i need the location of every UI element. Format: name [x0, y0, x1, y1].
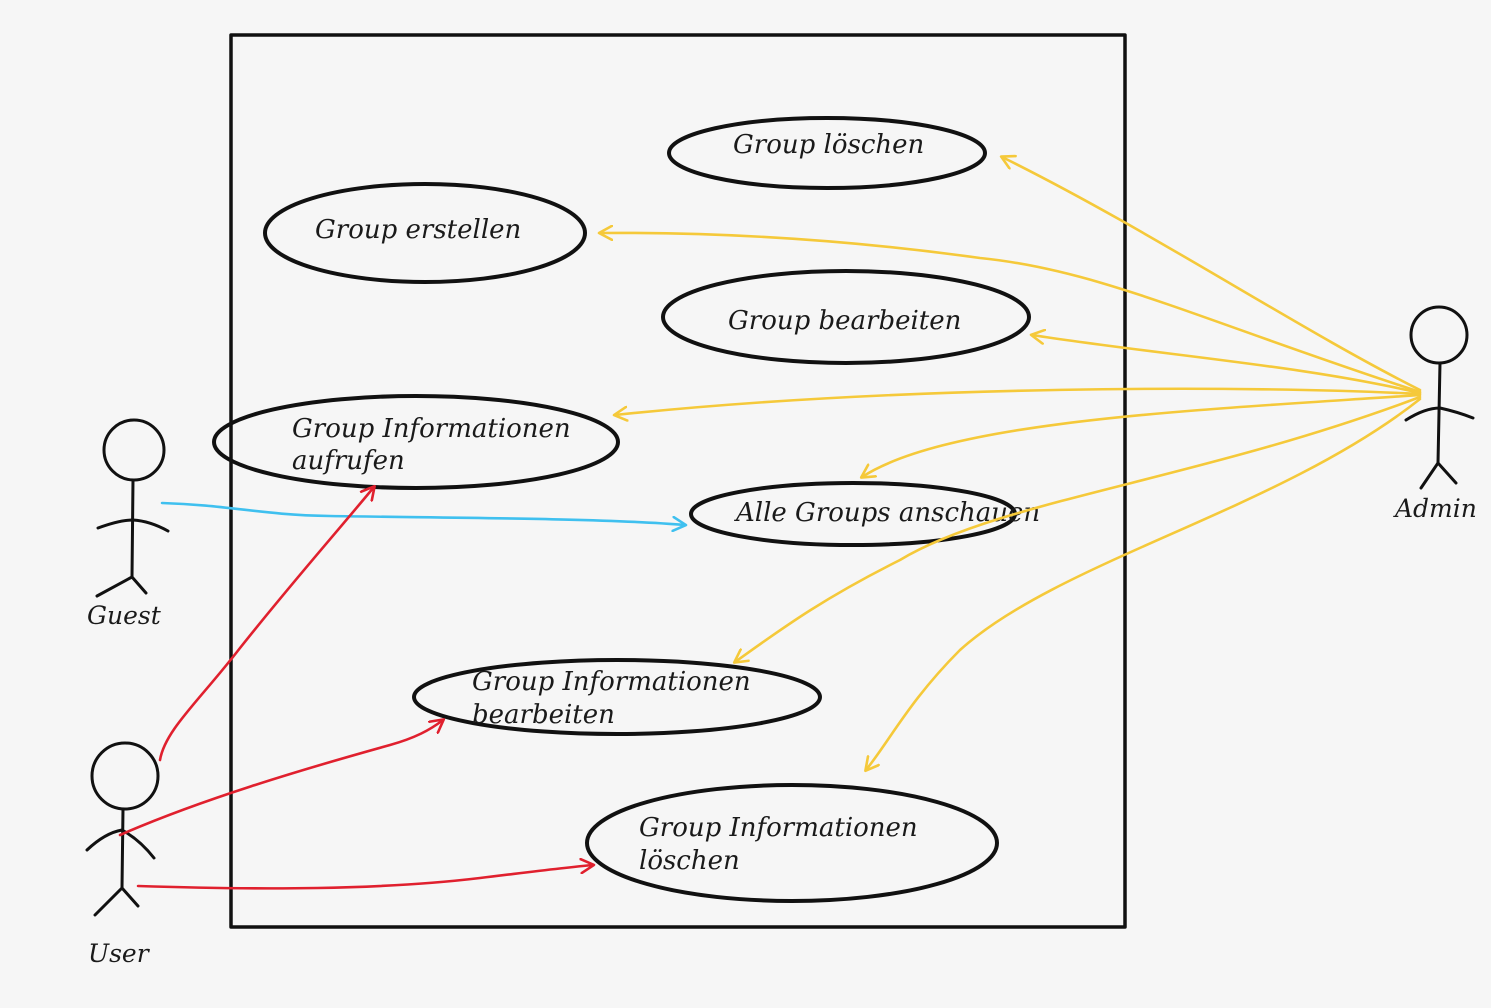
- assoc-admin-alle-groups: [862, 393, 1422, 477]
- assoc-admin-group-erstellen: [600, 233, 1422, 394]
- use-case-label-line-2: löschen: [639, 846, 740, 876]
- actor-admin[interactable]: Admin: [1393, 305, 1477, 523]
- stick-figure-icon: [85, 741, 160, 917]
- use-case-label-line-2: bearbeiten: [472, 700, 615, 730]
- stick-figure-icon: [95, 418, 170, 598]
- user-associations: [118, 487, 593, 890]
- use-case-ellipse: [263, 182, 587, 284]
- svg-text:Group erstellen: Group erstellen: [315, 215, 521, 245]
- assoc-admin-group-loeschen: [1002, 157, 1422, 392]
- use-case-alle-groups-anschauen[interactable]: Alle Groups anschauen: [689, 481, 1040, 547]
- admin-associations: [600, 157, 1422, 770]
- svg-text:Group löschen: Group löschen: [733, 130, 924, 160]
- use-case-ellipse: [212, 394, 620, 490]
- assoc-admin-group-bearbeiten: [1032, 335, 1422, 395]
- actor-user[interactable]: User: [85, 741, 160, 968]
- use-case-label-line-1: Group Informationen: [292, 414, 571, 444]
- use-case-ellipse: [661, 269, 1031, 365]
- use-case-label-line-2: aufrufen: [292, 446, 405, 476]
- assoc-admin-group-info-loeschen: [866, 397, 1422, 770]
- actor-label: User: [88, 939, 151, 968]
- use-case-ellipse: [412, 658, 822, 736]
- use-case-label: Group löschen: [733, 130, 924, 160]
- use-case-group-info-loeschen[interactable]: Group Informationen löschen: [585, 783, 999, 903]
- use-case-ellipse: [667, 116, 987, 190]
- use-case-label-line-1: Group Informationen: [639, 813, 918, 843]
- use-case-label: Group bearbeiten: [728, 306, 961, 336]
- use-case-group-loeschen[interactable]: Group löschen: [667, 116, 987, 190]
- stick-figure-icon: [1404, 305, 1475, 490]
- svg-text:Group Informationen: Group Informationen: [472, 667, 751, 697]
- assoc-admin-group-info-aufrufen: [615, 387, 1422, 415]
- assoc-guest-alle-groups: [160, 501, 685, 525]
- use-case-ellipse: [585, 783, 999, 903]
- use-case-label-line-1: Group Informationen: [472, 667, 751, 697]
- use-case-label: Alle Groups anschauen: [734, 498, 1040, 528]
- svg-text:Group Informationen: Group Informationen: [639, 813, 918, 843]
- actor-guest[interactable]: Guest: [87, 418, 170, 630]
- svg-text:aufrufen: aufrufen: [292, 446, 405, 476]
- assoc-user-group-info-loeschen: [136, 865, 593, 890]
- svg-text:löschen: löschen: [639, 846, 740, 876]
- system-boundary: [229, 33, 1127, 929]
- svg-text:Group bearbeiten: Group bearbeiten: [728, 306, 961, 336]
- use-case-group-info-bearbeiten[interactable]: Group Informationen bearbeiten: [412, 658, 822, 736]
- use-case-group-info-aufrufen[interactable]: Group Informationen aufrufen: [212, 394, 620, 490]
- svg-text:Group Informationen: Group Informationen: [292, 414, 571, 444]
- use-case-label: Group erstellen: [315, 215, 521, 245]
- svg-text:bearbeiten: bearbeiten: [472, 700, 615, 730]
- assoc-user-group-info-bearbeiten: [118, 720, 443, 837]
- actor-label: Guest: [87, 601, 162, 630]
- svg-text:Alle Groups anschauen: Alle Groups anschauen: [734, 498, 1040, 528]
- assoc-user-group-info-aufrufen: [158, 487, 374, 762]
- actor-label: Admin: [1393, 494, 1477, 523]
- use-case-group-bearbeiten[interactable]: Group bearbeiten: [661, 269, 1031, 365]
- assoc-admin-group-info-bearbeiten: [735, 395, 1422, 662]
- use-case-group-erstellen[interactable]: Group erstellen: [263, 182, 587, 284]
